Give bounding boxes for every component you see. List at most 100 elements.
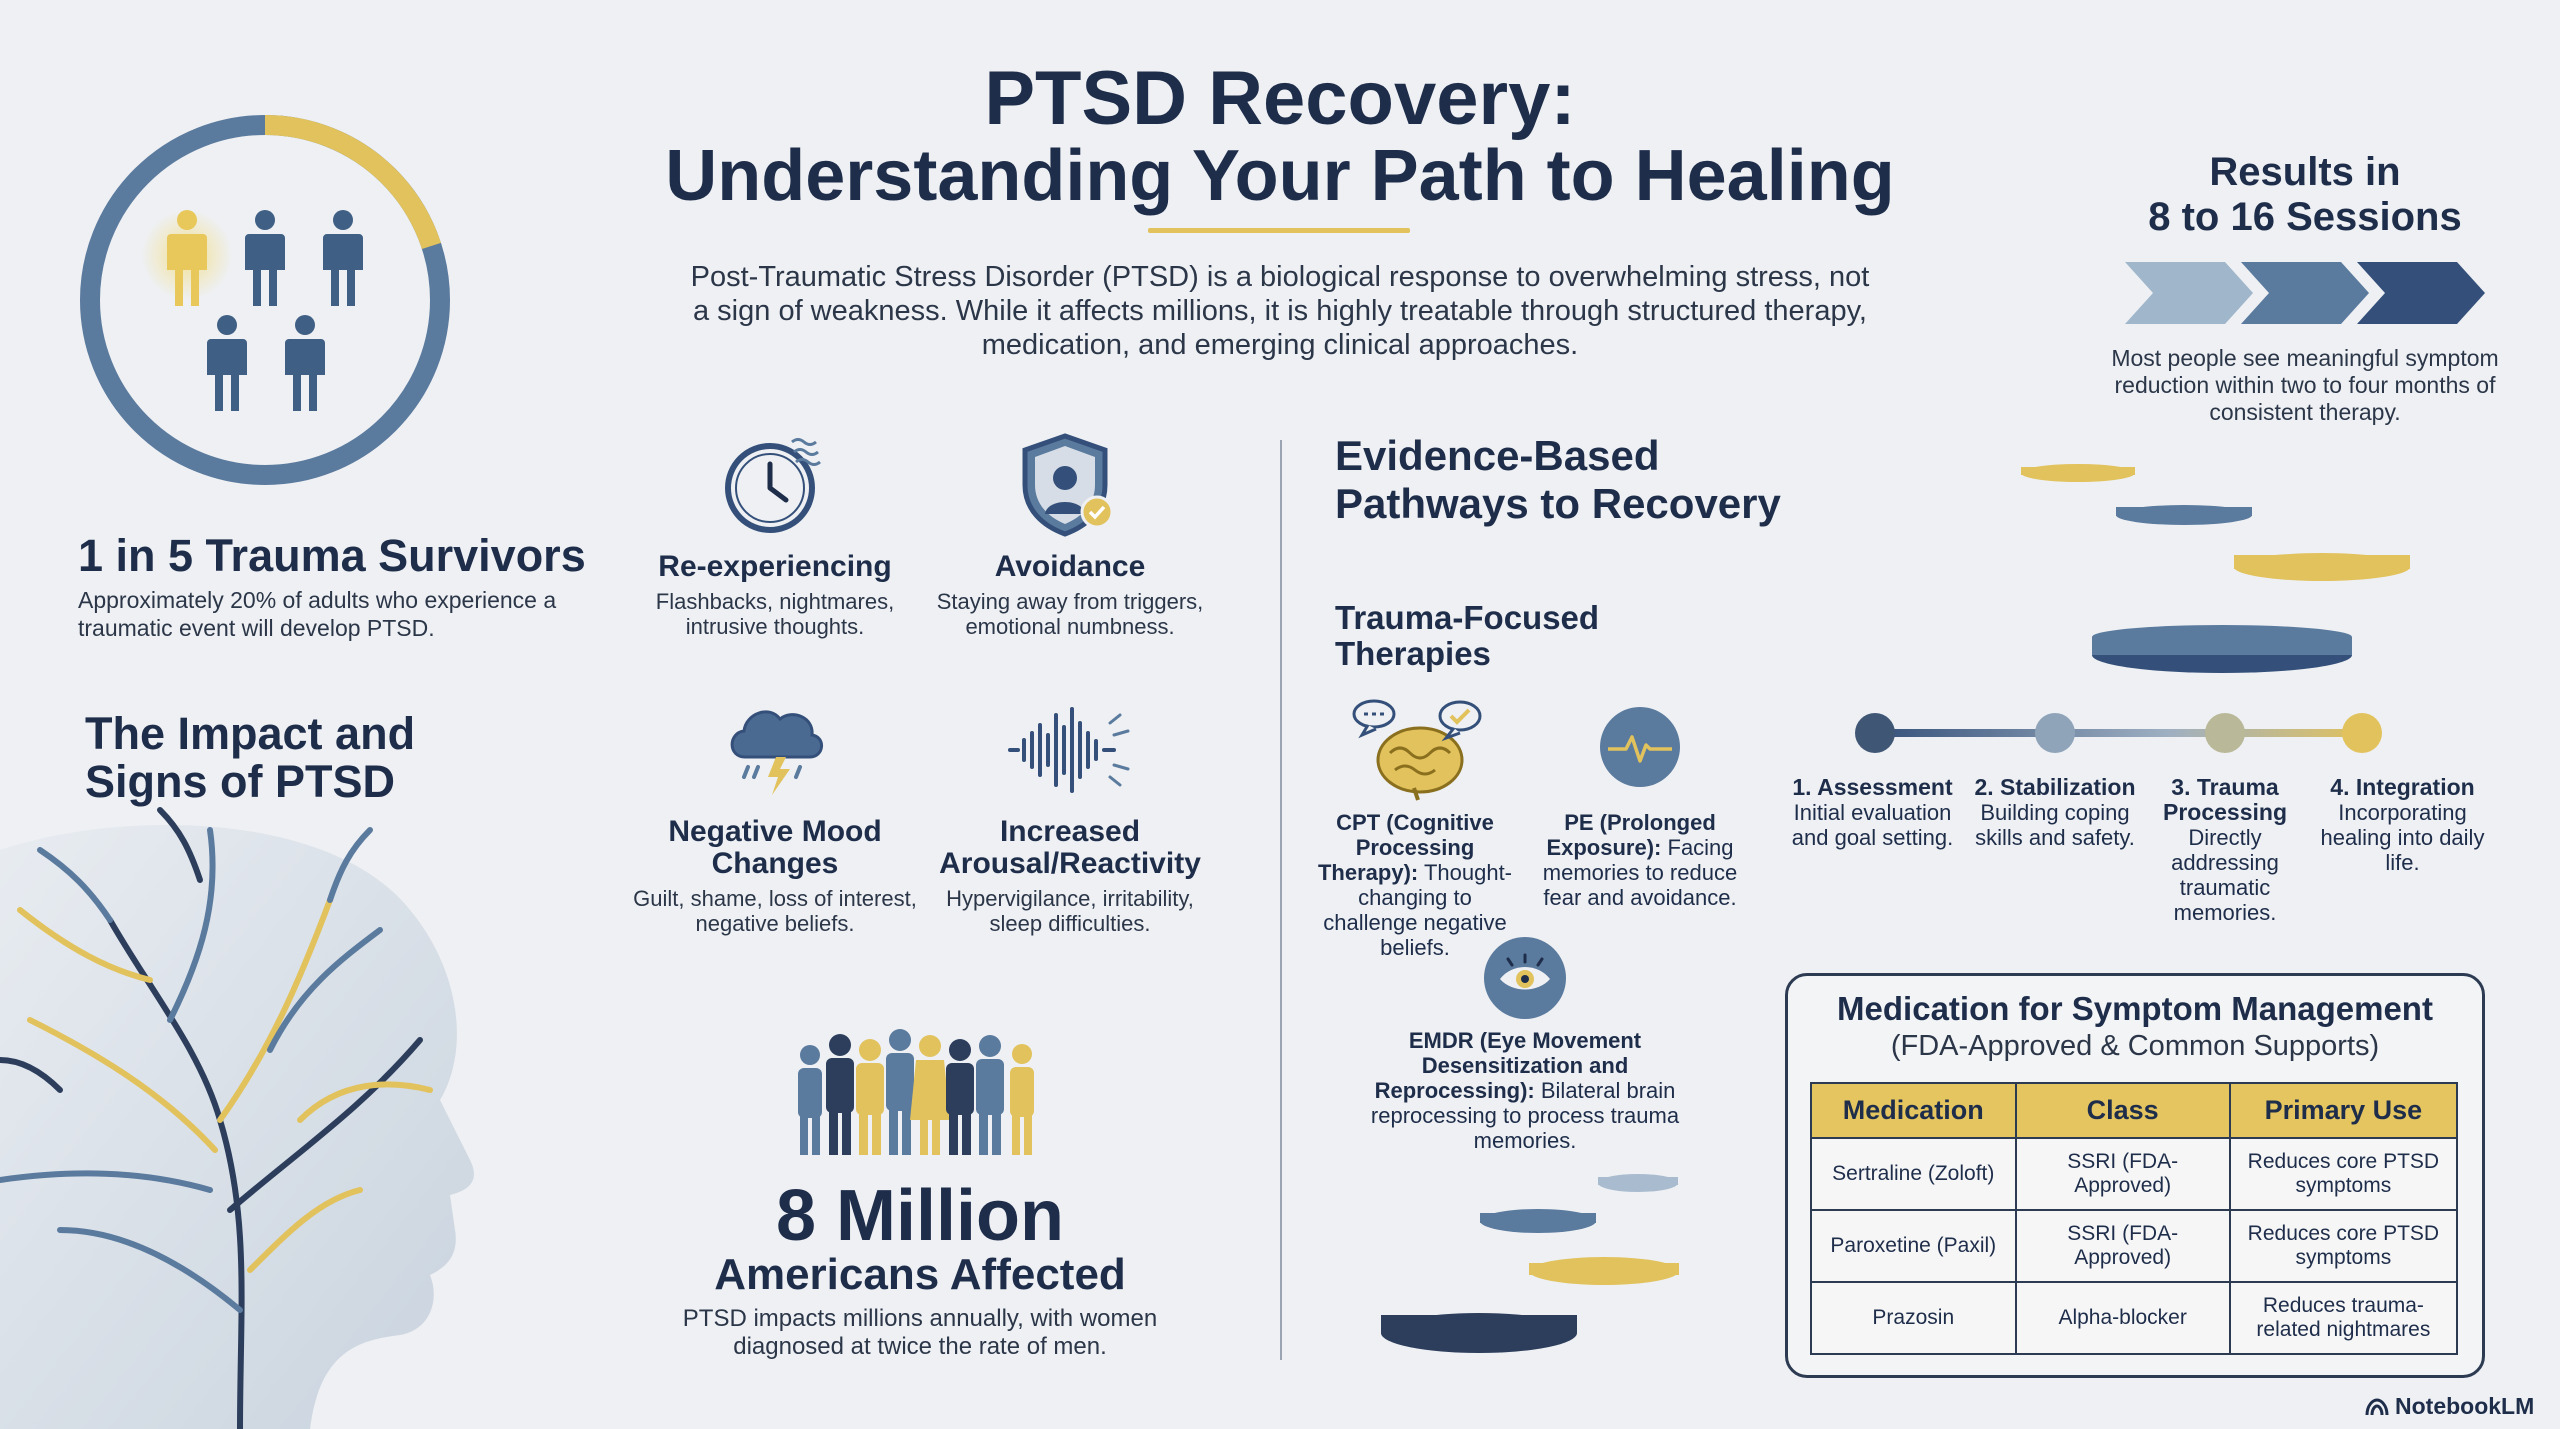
page-title-line-1: PTSD Recovery: <box>984 56 1576 141</box>
pathways-heading-line-2: Pathways to Recovery <box>1335 480 1781 527</box>
table-row: Sertraline (Zoloft) SSRI (FDA-Approved) … <box>1810 1137 2459 1211</box>
symptom-avoidance: Avoidance Staying away from triggers, em… <box>920 425 1220 639</box>
table-row: Prazosin Alpha-blocker Reduces trauma-re… <box>1810 1281 2459 1355</box>
therapy-desc: Facing memories to reduce fear and avoid… <box>1542 835 1738 910</box>
medication-title: Medication for Symptom Management <box>1837 990 2433 1027</box>
affected-label: Americans Affected <box>714 1250 1126 1299</box>
pathways-heading: Evidence-Based Pathways to Recovery <box>1335 432 1895 528</box>
symptom-arousal: Increased Arousal/Reactivity Hypervigila… <box>920 690 1220 936</box>
results-heading: Results in 8 to 16 Sessions <box>2070 150 2540 240</box>
therapy-desc: Thought-changing to challenge negative b… <box>1323 860 1513 960</box>
eye-icon <box>1484 937 1566 1019</box>
affected-number: 8 Million <box>776 1176 1064 1256</box>
therapy-name: EMDR (Eye Movement Desensitization and R… <box>1374 1028 1642 1103</box>
medication-table: Medication Class Primary Use Sertraline … <box>1810 1082 2459 1355</box>
table-cell: Alpha-blocker <box>2014 1281 2231 1355</box>
results-heading-line-2: 8 to 16 Sessions <box>2148 195 2462 239</box>
timeline-node <box>1855 713 1895 753</box>
results-heading-line-1: Results in <box>2209 150 2401 194</box>
progress-chevrons <box>2125 262 2485 324</box>
step-assessment: 1. Assessment Initial evaluation and goa… <box>1790 774 1955 851</box>
medication-subtitle: (FDA-Approved & Common Supports) <box>1890 1030 2380 1062</box>
trauma-heading-line-2: Therapies <box>1335 635 1491 672</box>
table-row: Paroxetine (Paxil) SSRI (FDA-Approved) R… <box>1810 1209 2459 1283</box>
pathways-heading-line-1: Evidence-Based <box>1335 432 1660 479</box>
sound-wave-icon <box>1008 707 1130 793</box>
survivors-text: Approximately 20% of adults who experien… <box>78 587 557 641</box>
column-divider <box>1280 440 1282 1360</box>
brain-icon <box>1352 699 1482 801</box>
therapy-pe: PE (Prolonged Exposure): Facing memories… <box>1535 810 1745 910</box>
table-cell: Sertraline (Zoloft) <box>1810 1137 2017 1211</box>
intro-paragraph: Post-Traumatic Stress Disorder (PTSD) is… <box>690 261 1870 361</box>
symptom-desc: Hypervigilance, irritability, sleep diff… <box>946 886 1194 936</box>
step-desc: Building coping skills and safety. <box>1975 800 2135 850</box>
timeline-node <box>2035 713 2075 753</box>
results-text: Most people see meaningful symptom reduc… <box>2111 345 2499 425</box>
survivors-heading: 1 in 5 Trauma Survivors <box>78 530 586 581</box>
person-icon <box>285 315 325 411</box>
trauma-heading-line-1: Trauma-Focused <box>1335 599 1600 636</box>
therapy-name: PE (Prolonged Exposure): <box>1546 810 1716 860</box>
step-desc: Directly addressing traumatic memories. <box>2171 825 2279 925</box>
survivor-ring-chart <box>80 115 450 485</box>
page-title-line-2: Understanding Your Path to Healing <box>665 136 1895 216</box>
stepping-stones-illustration <box>1381 1174 1679 1353</box>
step-desc: Initial evaluation and goal setting. <box>1791 800 1954 850</box>
table-cell: SSRI (FDA-Approved) <box>2014 1137 2231 1211</box>
person-icon <box>323 210 363 306</box>
step-stabilization: 2. Stabilization Building coping skills … <box>1970 774 2140 851</box>
person-icon <box>207 315 247 411</box>
ring-gold-segment <box>264 115 441 250</box>
step-trauma-processing: 3. Trauma Processing Directly addressing… <box>2150 774 2300 926</box>
table-cell: SSRI (FDA-Approved) <box>2014 1209 2231 1283</box>
symptom-title: Increased Arousal/Reactivity <box>939 815 1201 880</box>
symptom-reexperiencing: Re-experiencing Flashbacks, nightmares, … <box>625 425 925 639</box>
person-icon <box>245 210 285 306</box>
symptom-desc: Staying away from triggers, emotional nu… <box>936 589 1204 639</box>
chevron-icon <box>2241 262 2369 324</box>
symptom-negative-mood: Negative Mood Changes Guilt, shame, loss… <box>625 690 925 936</box>
impact-heading: The Impact and Signs of PTSD <box>85 710 485 806</box>
impact-heading-line-1: The Impact and <box>85 708 416 759</box>
step-title: 4. Integration <box>2330 774 2475 800</box>
symptom-desc: Guilt, shame, loss of interest, negative… <box>633 886 917 936</box>
head-tree-illustration <box>0 807 474 1429</box>
stepping-stones-illustration <box>2021 464 2410 673</box>
table-cell: Prazosin <box>1810 1281 2017 1355</box>
table-cell: Reduces core PTSD symptoms <box>2228 1209 2459 1283</box>
title-underline <box>1148 228 1410 233</box>
symptom-desc: Flashbacks, nightmares, intrusive though… <box>655 589 895 639</box>
step-desc: Incorporating healing into daily life. <box>2320 800 2485 875</box>
step-title: 1. Assessment <box>1792 774 1953 800</box>
impact-heading-line-2: Signs of PTSD <box>85 756 396 807</box>
column-header: Primary Use <box>2228 1082 2459 1139</box>
symptom-title: Negative Mood Changes <box>668 815 882 880</box>
heartbeat-icon <box>1600 707 1680 787</box>
table-cell: Reduces trauma-related nightmares <box>2228 1281 2459 1355</box>
column-header: Medication <box>1810 1082 2017 1139</box>
therapy-emdr: EMDR (Eye Movement Desensitization and R… <box>1370 1028 1680 1153</box>
crowd-illustration <box>798 1029 1034 1155</box>
therapy-desc: Bilateral brain reprocessing to process … <box>1370 1078 1680 1153</box>
table-cell: Reduces core PTSD symptoms <box>2228 1137 2459 1211</box>
shield-person-icon <box>1022 433 1114 537</box>
step-integration: 4. Integration Incorporating healing int… <box>2315 774 2490 876</box>
timeline-track <box>1855 713 2382 753</box>
symptom-title: Avoidance <box>994 550 1146 583</box>
therapy-name: CPT (Cognitive Processing Therapy): <box>1317 810 1494 885</box>
table-cell: Paroxetine (Paxil) <box>1810 1209 2017 1283</box>
brand-watermark: NotebookLM <box>2365 1393 2534 1420</box>
chevron-icon <box>2357 262 2485 324</box>
timeline-node <box>2342 713 2382 753</box>
brand-name: NotebookLM <box>2395 1393 2535 1419</box>
clock-icon <box>725 438 821 533</box>
column-header: Class <box>2014 1082 2231 1139</box>
step-title: 3. Trauma Processing <box>2163 774 2287 825</box>
notebooklm-logo-icon <box>2365 1397 2389 1415</box>
symptom-title: Re-experiencing <box>658 550 892 583</box>
timeline-node <box>2205 713 2245 753</box>
trauma-therapies-heading: Trauma-Focused Therapies <box>1335 600 1635 672</box>
affected-text: PTSD impacts millions annually, with wom… <box>682 1305 1158 1360</box>
step-title: 2. Stabilization <box>1974 774 2136 800</box>
